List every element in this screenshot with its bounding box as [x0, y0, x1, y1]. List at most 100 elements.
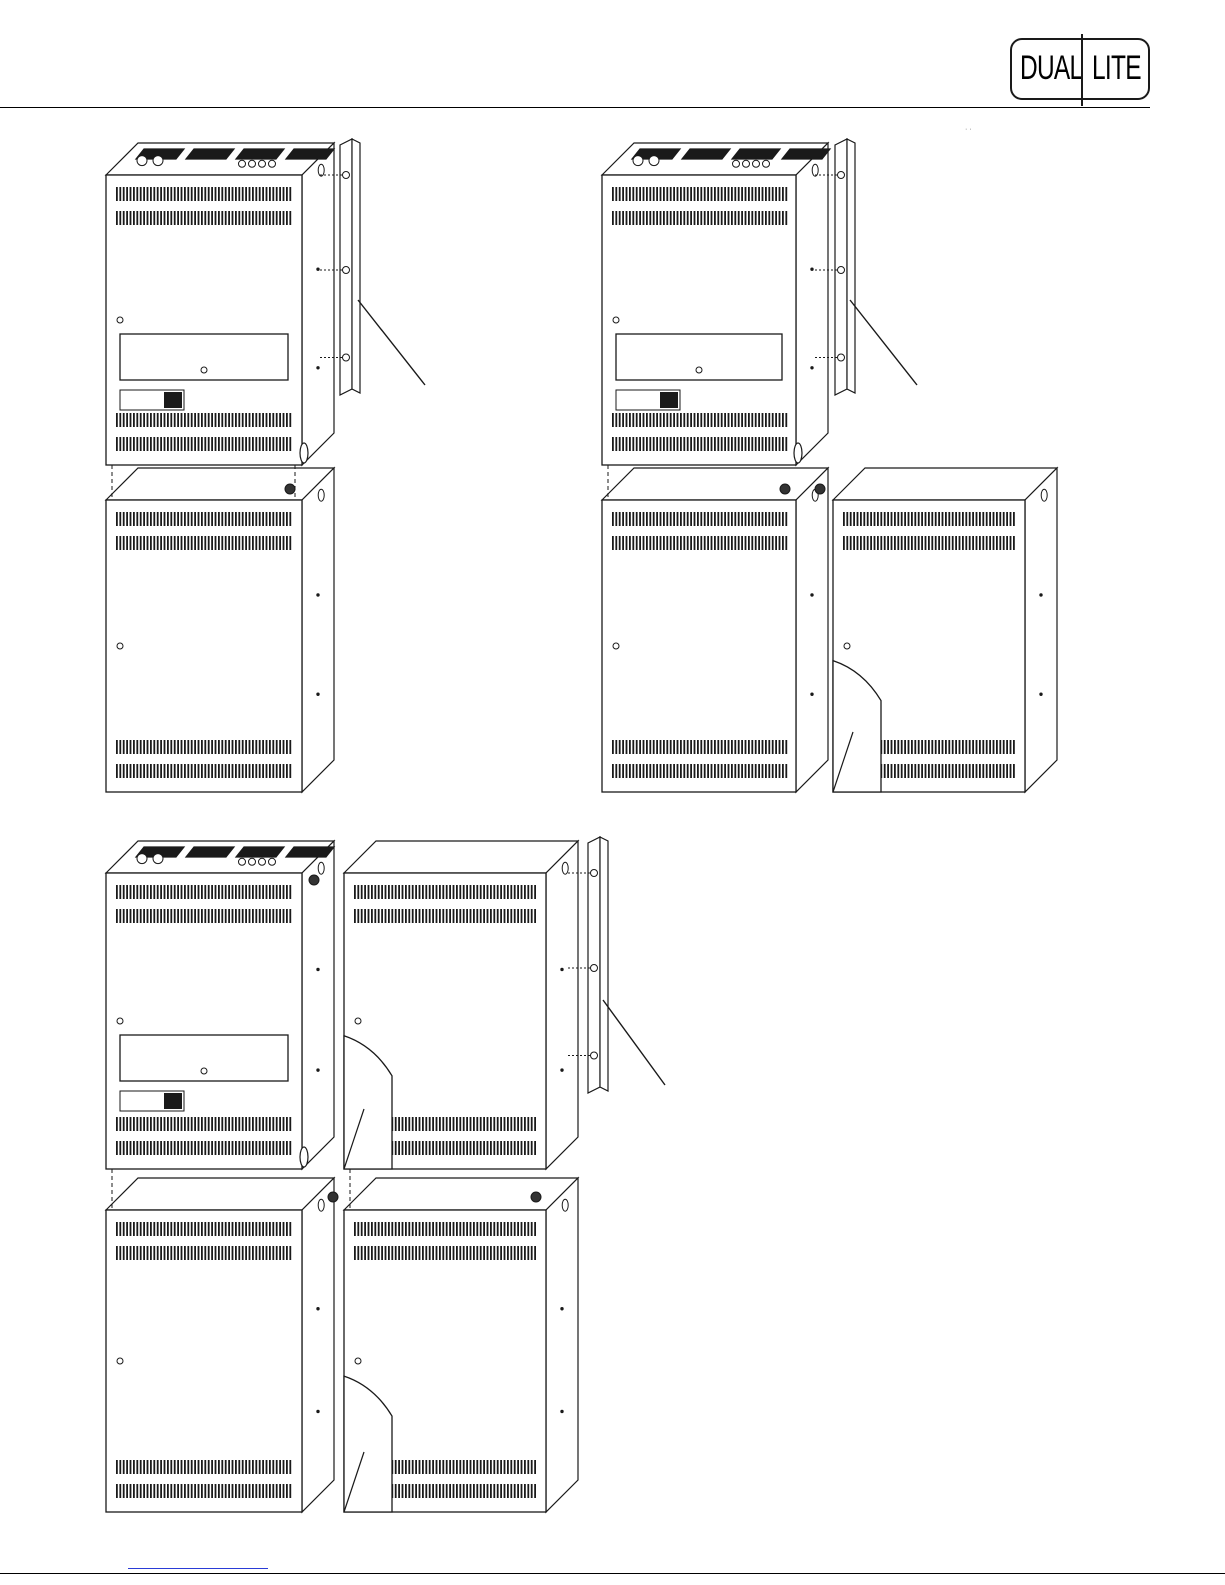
- louver-slot: [140, 413, 142, 427]
- louver-slot: [252, 764, 254, 778]
- louver-slot: [252, 885, 254, 899]
- louver-slot: [133, 1117, 135, 1131]
- louver-slot: [228, 1484, 230, 1498]
- louver-slot: [194, 211, 196, 225]
- louver-slot: [238, 187, 240, 201]
- louver-slot: [775, 740, 777, 754]
- rail-bolt: [591, 965, 598, 972]
- louver-slot: [374, 1246, 376, 1260]
- louver-slot: [904, 512, 906, 526]
- louver-slot: [982, 512, 984, 526]
- louver-slot: [208, 187, 210, 201]
- louver-slot: [782, 211, 784, 225]
- louver-slot: [459, 885, 461, 899]
- louver-slot: [419, 1222, 421, 1236]
- louver-slot: [921, 740, 923, 754]
- side-knob: [562, 1199, 568, 1211]
- louver-slot: [391, 1246, 393, 1260]
- louver-slot: [153, 1484, 155, 1498]
- louver-slot: [133, 740, 135, 754]
- louver-slot: [211, 740, 213, 754]
- louver-slot: [262, 413, 264, 427]
- louver-slot: [986, 512, 988, 526]
- louver-slot: [908, 512, 910, 526]
- louver-slot: [235, 413, 237, 427]
- louver-slot: [259, 1484, 261, 1498]
- louver-slot: [945, 536, 947, 550]
- louver-slot: [160, 1246, 162, 1260]
- louver-slot: [286, 437, 288, 451]
- louver-slot: [225, 740, 227, 754]
- louver-slot: [690, 536, 692, 550]
- louver-slot: [198, 1246, 200, 1260]
- louver-slot: [364, 909, 366, 923]
- louver-slot: [690, 512, 692, 526]
- louver-slot: [184, 536, 186, 550]
- louver-slot: [269, 1141, 271, 1155]
- louver-slot: [938, 764, 940, 778]
- louver-slot: [357, 909, 359, 923]
- louver-slot: [955, 764, 957, 778]
- louver-slot: [1013, 536, 1015, 550]
- louver-slot: [768, 187, 770, 201]
- louver-slot: [449, 885, 451, 899]
- louver-slot: [266, 187, 268, 201]
- louver-slot: [238, 211, 240, 225]
- louver-slot: [504, 885, 506, 899]
- louver-slot: [775, 211, 777, 225]
- louver-slot: [208, 909, 210, 923]
- louver-slot: [225, 437, 227, 451]
- louver-slot: [918, 512, 920, 526]
- louver-slot: [286, 413, 288, 427]
- louver-slot: [422, 1246, 424, 1260]
- louver-slot: [191, 885, 193, 899]
- louver-slot: [143, 413, 145, 427]
- louver-slot: [663, 740, 665, 754]
- louver-slot: [232, 437, 234, 451]
- louver-slot: [677, 211, 679, 225]
- louver-slot: [697, 187, 699, 201]
- louver-slot: [235, 1141, 237, 1155]
- louver-slot: [201, 1246, 203, 1260]
- louver-slot: [700, 740, 702, 754]
- cabinet-side: [546, 1178, 578, 1512]
- footer-link-underline[interactable]: [128, 1568, 268, 1569]
- louver-slot: [126, 536, 128, 550]
- louver-slot: [402, 909, 404, 923]
- louver-slot: [636, 512, 638, 526]
- louver-slot: [262, 1222, 264, 1236]
- louver-slot: [378, 1246, 380, 1260]
- louver-slot: [157, 1460, 159, 1474]
- indicator-lamp: [763, 160, 770, 167]
- louver-slot: [527, 885, 529, 899]
- louver-slot: [925, 536, 927, 550]
- louver-slot: [167, 1141, 169, 1155]
- louver-slot: [191, 1484, 193, 1498]
- louver-slot: [534, 1141, 536, 1155]
- louver-slot: [653, 764, 655, 778]
- louver-slot: [289, 536, 291, 550]
- louver-slot: [738, 211, 740, 225]
- louver-slot: [405, 1222, 407, 1236]
- louver-slot: [116, 1460, 118, 1474]
- louver-slot: [269, 512, 271, 526]
- louver-slot: [167, 1246, 169, 1260]
- louver-slot: [731, 187, 733, 201]
- louver-slot: [904, 764, 906, 778]
- louver-slot: [473, 1484, 475, 1498]
- louver-slot: [860, 512, 862, 526]
- louver-slot: [700, 211, 702, 225]
- louver-slot: [150, 1141, 152, 1155]
- louver-slot: [174, 413, 176, 427]
- louver-slot: [221, 885, 223, 899]
- louver-slot: [707, 413, 709, 427]
- louver-slot: [150, 536, 152, 550]
- louver-slot: [724, 512, 726, 526]
- louver-slot: [232, 1141, 234, 1155]
- louver-slot: [656, 764, 658, 778]
- louver-slot: [279, 1484, 281, 1498]
- louver-slot: [147, 1460, 149, 1474]
- louver-slot: [140, 1484, 142, 1498]
- louver-slot: [245, 536, 247, 550]
- louver-slot: [493, 1484, 495, 1498]
